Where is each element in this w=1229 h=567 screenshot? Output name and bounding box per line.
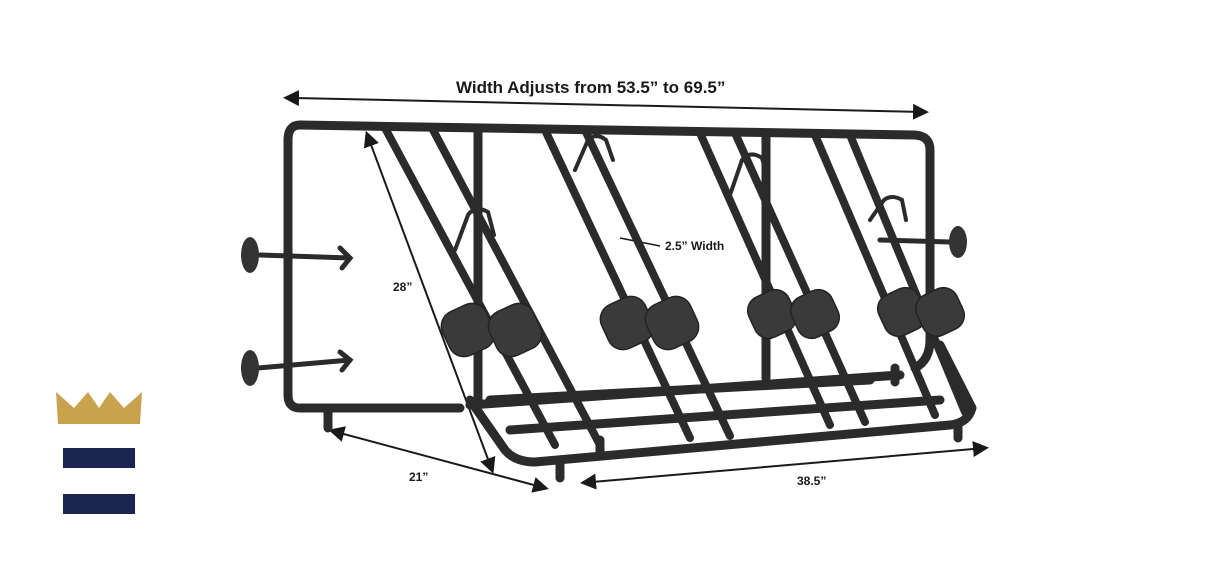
suction-cups	[241, 226, 967, 386]
side-mounts	[255, 237, 953, 373]
width-adjust-label: Width Adjusts from 53.5” to 69.5”	[456, 78, 726, 97]
tube-width-label: 2.5” Width	[665, 239, 725, 253]
foam-pads	[440, 286, 966, 358]
clamp-arms	[453, 134, 908, 252]
depth-label: 21”	[409, 470, 429, 484]
crown-badge-icon	[56, 392, 142, 514]
height-label: 28”	[393, 280, 413, 294]
rack-frame	[283, 120, 977, 483]
length-label: 38.5”	[797, 474, 827, 488]
dimension-arrows	[283, 90, 989, 493]
bike-rails	[381, 124, 969, 449]
